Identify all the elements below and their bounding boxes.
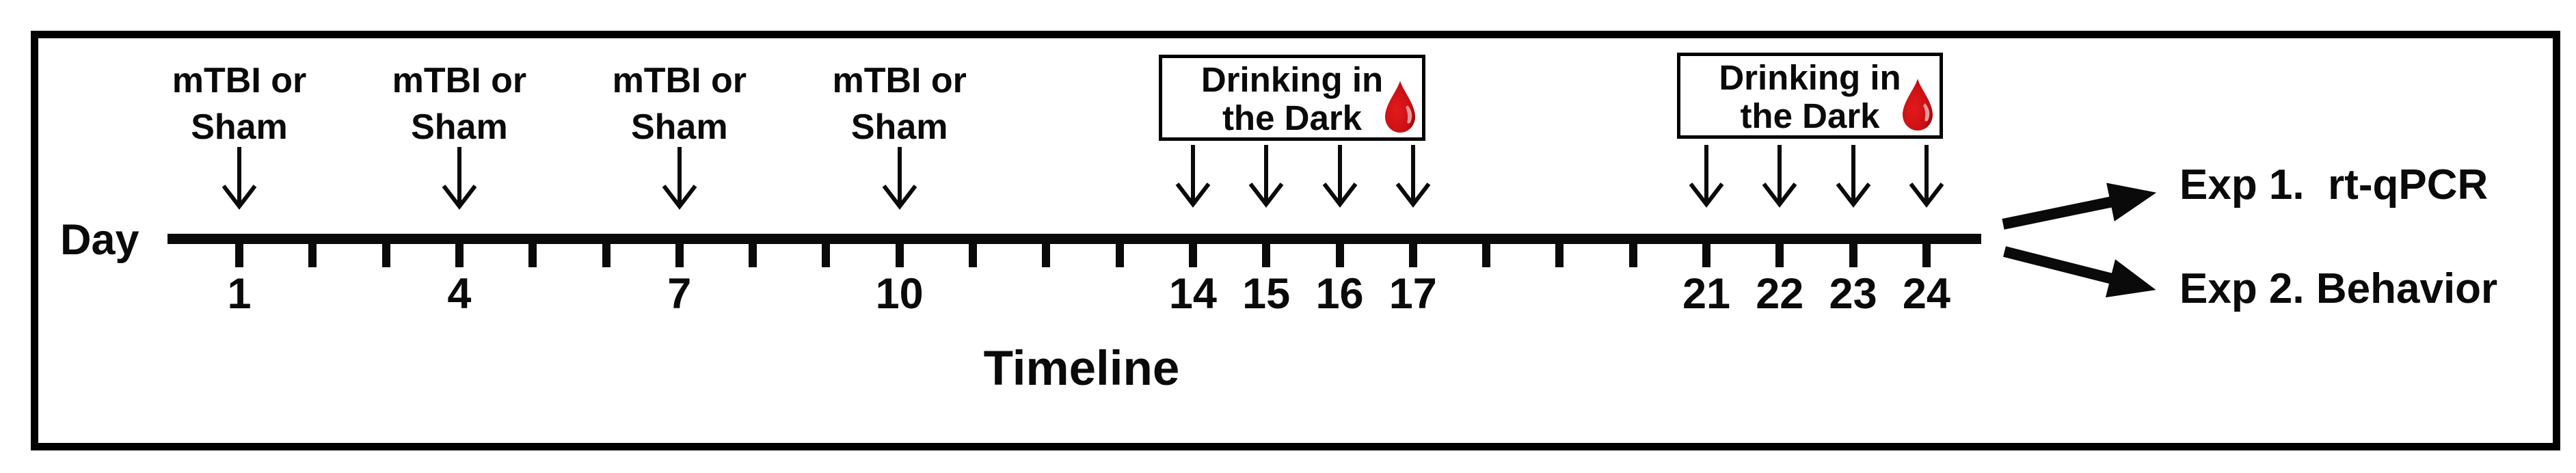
tick-day-8 (749, 243, 757, 267)
down-arrow-icon-day-10 (882, 147, 917, 213)
down-arrow-icon-day-7 (662, 147, 697, 213)
tick-day-9 (822, 243, 831, 267)
tick-label-day-23: 23 (1829, 270, 1877, 318)
tick-day-11 (969, 243, 977, 267)
tick-day-24 (1922, 243, 1931, 267)
tick-day-1 (235, 243, 243, 267)
outcome-label-exp1: Exp 1. rt-qPCR (2179, 161, 2488, 208)
tick-day-20 (1628, 243, 1637, 267)
tick-label-day-10: 10 (875, 270, 924, 318)
down-arrow-icon-day-23 (1836, 145, 1871, 211)
branch-arrows (2002, 183, 2157, 298)
tick-day-21 (1702, 243, 1710, 267)
down-arrow-icon-day-4 (442, 147, 477, 213)
drinking-box-1-line1: Drinking in (1200, 60, 1384, 99)
tick-day-6 (602, 243, 611, 267)
tick-label-day-4: 4 (447, 270, 472, 318)
tick-day-7 (675, 243, 684, 267)
down-arrow-icon-day-16 (1322, 145, 1358, 211)
tick-day-19 (1555, 243, 1564, 267)
injury-event-label-day-7: mTBI or Sham (563, 57, 796, 150)
down-arrow-icon-day-17 (1395, 145, 1431, 211)
tick-day-2 (308, 243, 317, 267)
tick-label-day-24: 24 (1902, 270, 1950, 318)
tick-day-17 (1408, 243, 1417, 267)
injury-event-label-day-1: mTBI or Sham (123, 57, 355, 150)
tick-label-day-17: 17 (1388, 270, 1437, 318)
tick-day-22 (1775, 243, 1784, 267)
timeline-axis (167, 234, 1981, 244)
down-arrow-icon-day-22 (1762, 145, 1797, 211)
injury-label-line1: mTBI or (392, 61, 527, 100)
tick-day-4 (455, 243, 464, 267)
tick-day-15 (1262, 243, 1271, 267)
day-axis-label: Day (60, 216, 139, 264)
down-arrow-icon-day-24 (1909, 145, 1944, 211)
figure-border (31, 31, 2560, 450)
tick-day-18 (1482, 243, 1491, 267)
drinking-box-1-line2: the Dark (1222, 98, 1363, 137)
injury-label-line2: Sham (850, 107, 948, 147)
down-arrow-icon-day-1 (222, 147, 257, 213)
tick-label-day-1: 1 (227, 270, 252, 318)
blood-drop-icon (1903, 79, 1933, 131)
injury-label-line2: Sham (191, 107, 288, 147)
drinking-in-the-dark-box-2: Drinking in the Dark (1677, 53, 1943, 139)
injury-label-line2: Sham (630, 107, 728, 147)
branch-arrow-exp1 (2002, 183, 2157, 230)
tick-day-16 (1335, 243, 1344, 267)
tick-day-10 (895, 243, 904, 267)
tick-day-12 (1042, 243, 1051, 267)
tick-day-23 (1849, 243, 1857, 267)
injury-label-line1: mTBI or (832, 61, 967, 100)
tick-label-day-22: 22 (1756, 270, 1804, 318)
tick-day-3 (381, 243, 390, 267)
tick-day-14 (1188, 243, 1197, 267)
tick-label-day-14: 14 (1168, 270, 1217, 318)
injury-label-line1: mTBI or (172, 61, 307, 100)
outcome-label-exp2: Exp 2. Behavior (2179, 265, 2498, 312)
tick-day-5 (528, 243, 537, 267)
down-arrow-icon-day-15 (1248, 145, 1284, 211)
down-arrow-icon-day-14 (1175, 145, 1211, 211)
branch-arrow-exp2 (2003, 246, 2156, 298)
down-arrow-icon-day-21 (1689, 145, 1724, 211)
blood-drop-icon (1385, 81, 1415, 133)
drinking-box-2-line2: the Dark (1740, 96, 1880, 135)
tick-day-13 (1115, 243, 1124, 267)
tick-label-day-21: 21 (1682, 270, 1731, 318)
injury-event-label-day-10: mTBI or Sham (783, 57, 1016, 150)
tick-label-day-16: 16 (1315, 270, 1364, 318)
injury-label-line2: Sham (411, 107, 508, 147)
drinking-in-the-dark-box-1: Drinking in the Dark (1159, 55, 1425, 141)
injury-event-label-day-4: mTBI or Sham (343, 57, 576, 150)
drinking-box-2-line1: Drinking in (1719, 58, 1901, 97)
injury-label-line1: mTBI or (612, 61, 747, 100)
tick-label-day-7: 7 (667, 270, 692, 318)
tick-label-day-15: 15 (1242, 270, 1291, 318)
timeline-caption: Timeline (983, 342, 1180, 396)
